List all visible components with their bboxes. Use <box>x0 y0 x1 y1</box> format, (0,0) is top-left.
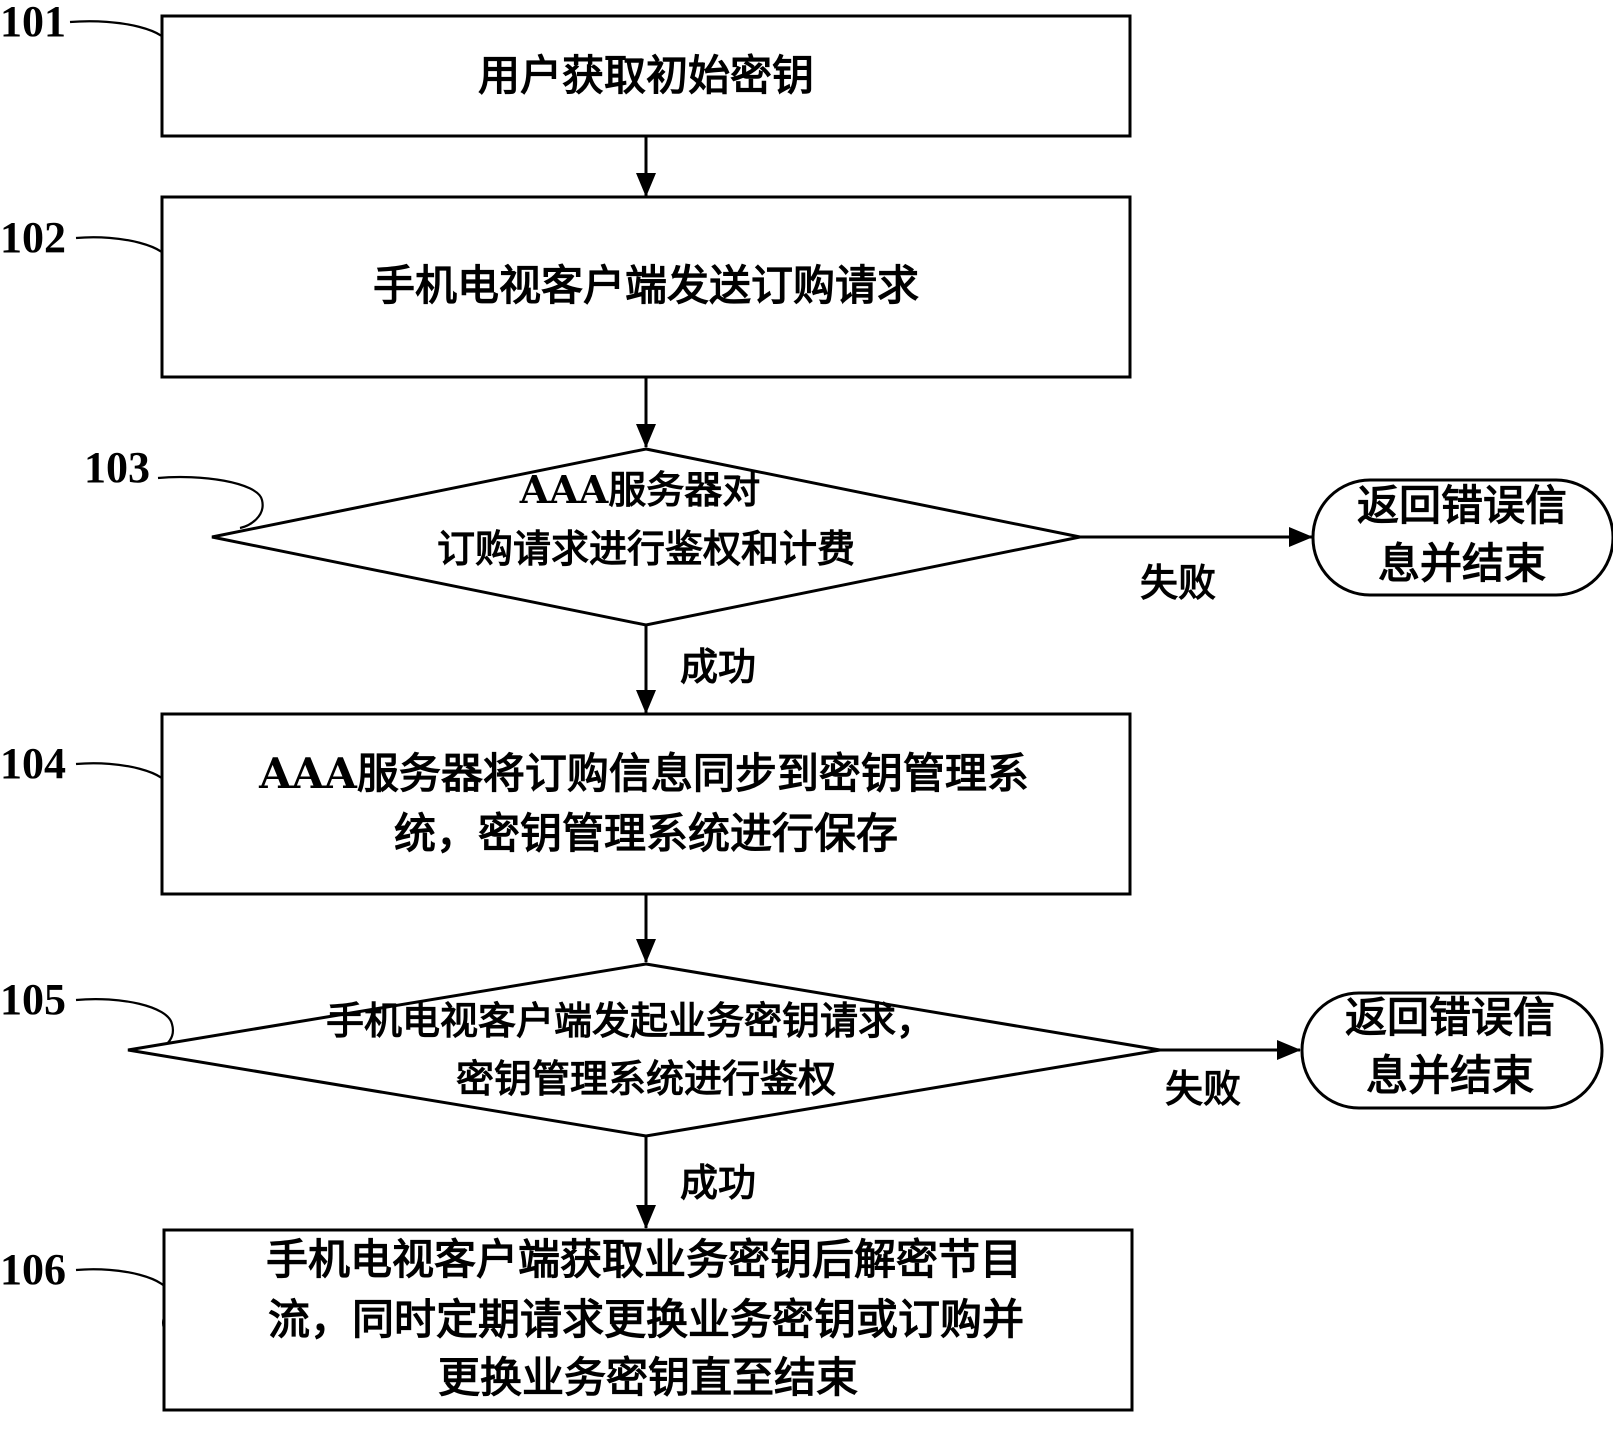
step-103-text-line2: 订购请求进行鉴权和计费 <box>437 526 855 571</box>
step-104-number: 104 <box>0 739 66 788</box>
terminal-105-text-line2: 息并结束 <box>1366 1051 1534 1100</box>
step-106-text-line2: 流，同时定期请求更换业务密钥或订购并 <box>268 1295 1024 1344</box>
step-101-text: 用户获取初始密钥 <box>478 51 814 100</box>
step-106-text-line3: 更换业务密钥直至结束 <box>438 1353 858 1402</box>
step-104-text-line2: 统，密钥管理系统进行保存 <box>394 809 898 858</box>
step-104-leader <box>75 762 172 823</box>
edge-label-success-103: 成功 <box>680 644 756 689</box>
step-105-number: 105 <box>0 975 66 1024</box>
terminal-103 <box>1311 478 1613 597</box>
step-101-number: 101 <box>0 0 66 46</box>
step-102-text: 手机电视客户端发送订购请求 <box>373 261 919 310</box>
step-104-box <box>160 712 1132 896</box>
edge-label-fail-105: 失败 <box>1165 1066 1241 1111</box>
step-104-text-line1: AAA服务器将订购信息同步到密钥管理系 <box>258 749 1029 798</box>
step-105-text-line1: 手机电视客户端发起业务密钥请求， <box>326 998 934 1043</box>
step-101-leader <box>69 20 172 79</box>
step-106-box <box>162 1228 1134 1412</box>
step-105-leader <box>75 998 174 1050</box>
terminal-103-text-line2: 息并结束 <box>1378 539 1546 588</box>
step-102-box <box>160 195 1132 379</box>
step-101-box <box>160 14 1132 138</box>
step-103-number: 103 <box>84 443 150 492</box>
step-106-leader <box>75 1268 172 1329</box>
terminal-105-text-line1: 返回错误信 <box>1345 993 1555 1042</box>
step-106-text-line1: 手机电视客户端获取业务密钥后解密节目 <box>266 1235 1022 1284</box>
step-106-number: 106 <box>0 1245 66 1294</box>
step-103-text-line1: AAA服务器对 <box>519 467 760 512</box>
terminal-103-text-line1: 返回错误信 <box>1357 481 1567 530</box>
edge-label-success-105: 成功 <box>680 1160 756 1205</box>
terminal-105 <box>1300 991 1604 1110</box>
step-102-leader <box>75 236 172 295</box>
step-105-text-line2: 密钥管理系统进行鉴权 <box>456 1056 836 1101</box>
edge-label-fail-103: 失败 <box>1140 560 1216 605</box>
step-102-number: 102 <box>0 213 66 262</box>
step-103-leader <box>157 475 264 530</box>
step-105-diamond <box>127 962 1161 1138</box>
